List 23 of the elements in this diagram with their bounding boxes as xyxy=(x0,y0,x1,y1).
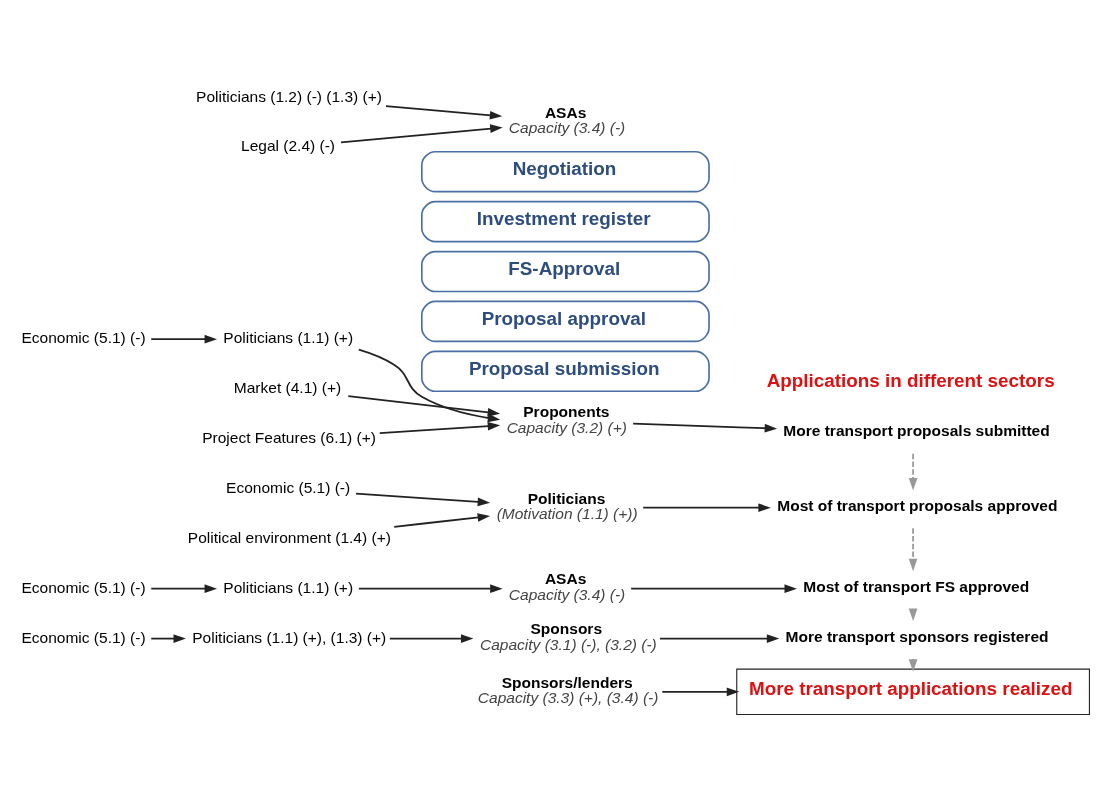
node-text: Economic (5.1) (-) xyxy=(21,329,146,347)
node-text: More transport proposals submitted xyxy=(783,422,1050,440)
node-text: ASAs Capacity (3.4) (-) xyxy=(508,570,626,603)
node-text: Project Features (6.1) (+) xyxy=(202,429,376,447)
node-text: Politicians (1.1) (+), (1.3) (+) xyxy=(192,628,387,646)
node-text: Economic (5.1) (-) xyxy=(226,478,351,496)
node-text: Economic (5.1) (-) xyxy=(21,628,146,646)
node-text: Politicians (Motivation (1.1) (+)) xyxy=(496,489,638,523)
label: Applications in different sectors xyxy=(766,369,1055,391)
node-text: Politicians (1.1) (+) xyxy=(223,329,354,347)
node-text: Most of transport FS approved xyxy=(803,577,1030,595)
node-text: More transport sponsors registered xyxy=(785,627,1049,645)
node-text: ASAs Capacity (3.4) (-) xyxy=(508,103,626,137)
node-text: Most of transport proposals approved xyxy=(777,496,1058,514)
node-text: Market (4.1) (+) xyxy=(233,379,342,397)
node-text: Politicians (1.2) (-) (1.3) (+) xyxy=(196,87,382,105)
node-text: Legal (2.4) (-) xyxy=(241,137,336,155)
node-text: Political environment (1.4) (+) xyxy=(187,528,391,546)
node-text: Sponsors/lenders Capacity (3.3) (+), (3.4) (-) xyxy=(477,673,659,707)
node-text: Economic (5.1) (-) xyxy=(21,578,146,596)
node-text: Sponsors Capacity (3.1) (-), (3.2) (-) xyxy=(480,620,657,653)
node-text: Proponents Capacity (3.2) (+) xyxy=(506,403,627,436)
node-text: Politicians (1.1) (+) xyxy=(223,578,354,596)
